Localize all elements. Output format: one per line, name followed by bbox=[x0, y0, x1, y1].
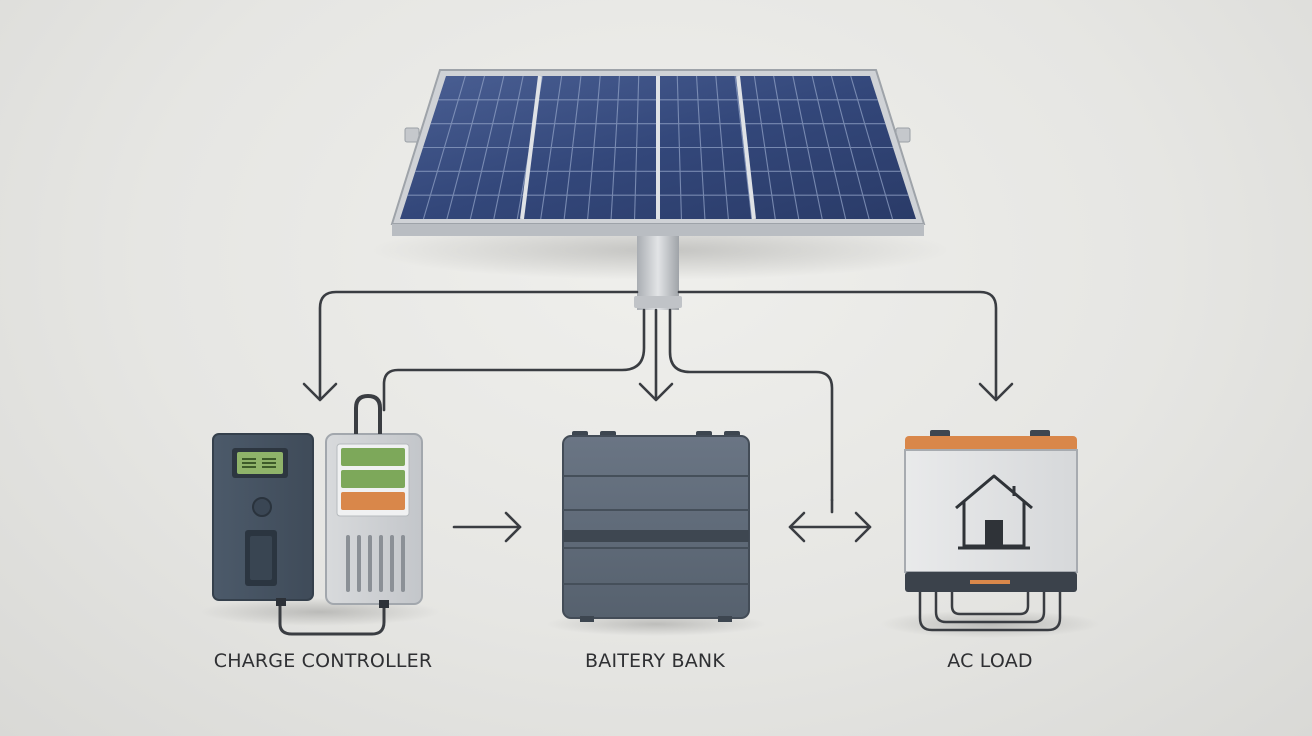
battery-icon bbox=[546, 431, 766, 636]
arrow-head-charge-controller bbox=[302, 382, 338, 402]
solar-panel-icon bbox=[370, 69, 950, 310]
house-icon bbox=[880, 430, 1100, 638]
arrow-head-ac-load bbox=[978, 382, 1014, 402]
wiring bbox=[302, 290, 1014, 543]
wire-pole-to-inverter bbox=[668, 308, 834, 502]
wire-to-charge-controller bbox=[318, 290, 639, 400]
charge-controller-label: CHARGE CONTROLLER bbox=[213, 650, 433, 672]
arrow-head-battery bbox=[638, 382, 674, 402]
battery-bank-label: BAITERY BANK bbox=[585, 650, 725, 672]
wire-pole-to-controller bbox=[382, 308, 646, 412]
wire-to-ac-load bbox=[677, 290, 998, 400]
ac-load-label: AC LOAD bbox=[947, 650, 1033, 672]
charge-controller-icon bbox=[200, 393, 440, 636]
